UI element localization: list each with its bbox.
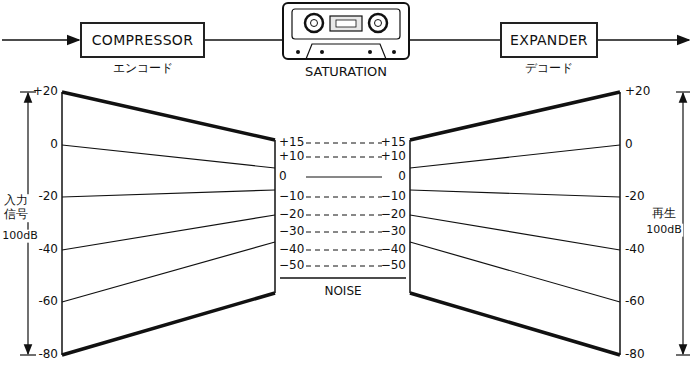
- level-value: −30: [279, 225, 304, 239]
- level-value: -40: [38, 243, 58, 257]
- signal-line: [410, 39, 500, 41]
- level-value: +20: [625, 85, 650, 99]
- level-value: +15: [381, 136, 406, 150]
- cassette-drawing: [282, 2, 410, 60]
- block-title: EXPANDER: [510, 32, 588, 48]
- axis-title: 再生: [651, 207, 677, 221]
- block-caption: デコード: [525, 60, 573, 77]
- cassette-tape: SATURATION: [282, 2, 410, 60]
- expander-box: EXPANDERデコード: [500, 22, 598, 58]
- level-value: -80: [38, 348, 58, 362]
- level-value: -40: [625, 243, 645, 257]
- compressor-level-map: [62, 92, 275, 355]
- level-value: -80: [625, 348, 645, 362]
- level-value: 0: [50, 138, 58, 152]
- level-label: SATURATION: [305, 64, 387, 79]
- level-value: +10: [381, 150, 406, 164]
- level-value: −20: [381, 208, 406, 222]
- level-value: −40: [381, 243, 406, 257]
- block-title: COMPRESSOR: [92, 32, 193, 48]
- block-caption: エンコード: [113, 60, 173, 77]
- level-value: -60: [38, 295, 58, 309]
- range-value: 100dB: [1, 230, 39, 243]
- level-value: −50: [279, 259, 304, 273]
- level-value: −30: [381, 225, 406, 239]
- level-value: +10: [279, 150, 304, 164]
- level-value: -60: [625, 295, 645, 309]
- expander-level-map: [410, 92, 620, 355]
- compressor-box: COMPRESSORエンコード: [80, 22, 205, 58]
- level-value: -20: [625, 190, 645, 204]
- level-value: 0: [625, 138, 633, 152]
- level-value: 0: [398, 170, 406, 184]
- level-value: −40: [279, 243, 304, 257]
- range-value: 100dB: [645, 224, 683, 237]
- output-arrow: [598, 39, 689, 41]
- level-value: -20: [38, 190, 58, 204]
- level-value: 0: [279, 170, 287, 184]
- level-value: −50: [381, 259, 406, 273]
- axis-title: 入力 信号: [2, 194, 30, 222]
- level-value: −10: [279, 190, 304, 204]
- tape-level-lines: [280, 143, 406, 278]
- range-arrow: [20, 92, 690, 355]
- level-value: +20: [33, 85, 58, 99]
- signal-line: [205, 39, 282, 41]
- level-value: −20: [279, 208, 304, 222]
- noise-label: NOISE: [324, 285, 361, 299]
- input-arrow: [2, 39, 79, 41]
- level-value: +15: [279, 136, 304, 150]
- level-value: −10: [381, 190, 406, 204]
